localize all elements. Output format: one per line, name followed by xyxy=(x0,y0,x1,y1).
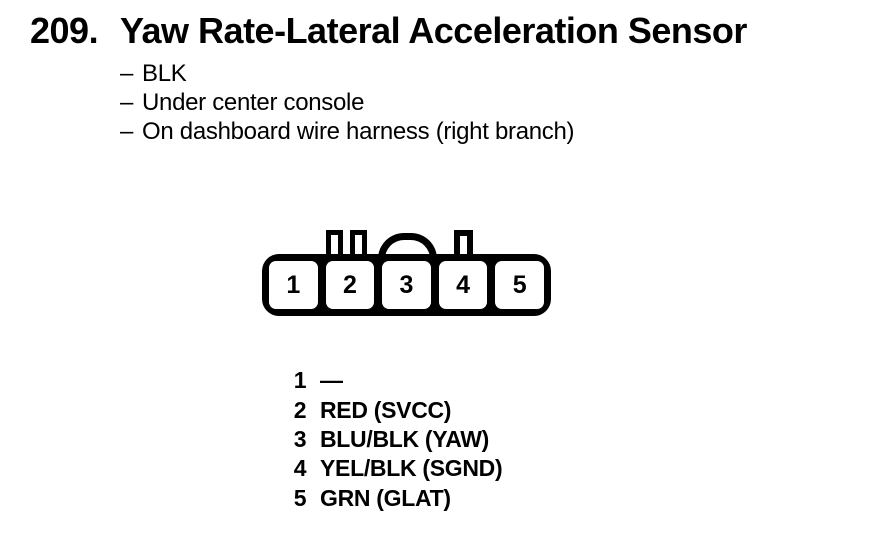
pin-number: 5 xyxy=(293,484,307,511)
pin-wire-label: RED (SVCC) xyxy=(320,396,452,423)
pin-wire-label: BLU/BLK (YAW) xyxy=(320,425,490,452)
pin-number: 3 xyxy=(293,425,307,452)
connector-pin-cell: 3 xyxy=(382,261,431,309)
connector-pin-cell: 2 xyxy=(325,261,375,309)
detail-text: On dashboard wire harness (right branch) xyxy=(142,117,575,145)
section-heading: 209. Yaw Rate-Lateral Acceleration Senso… xyxy=(30,10,747,52)
section-number: 209. xyxy=(30,10,99,51)
pin-row: 5 GRN (GLAT) xyxy=(292,484,502,513)
connector-tab-icon xyxy=(350,230,367,256)
detail-text: Under center console xyxy=(142,89,365,117)
pin-number: 1 xyxy=(293,367,307,394)
connector-tab-icon xyxy=(454,230,473,256)
connector-body: 1 2 3 4 5 xyxy=(262,254,551,316)
pin-wire-label: GRN (GLAT) xyxy=(320,484,451,511)
pin-number: 2 xyxy=(293,396,307,423)
dash-bullet: – xyxy=(120,117,134,145)
connector-tab-icon xyxy=(326,230,343,256)
list-item: – BLK xyxy=(120,60,574,89)
pin-row: 2 RED (SVCC) xyxy=(292,395,502,424)
pin-row: 3 BLU/BLK (YAW) xyxy=(292,425,502,454)
connector-pin-cell: 1 xyxy=(269,261,318,309)
pin-number: 4 xyxy=(293,455,307,482)
connector-diagram: 1 2 3 4 5 xyxy=(262,226,551,318)
pin-legend: 1 — 2 RED (SVCC) 3 BLU/BLK (YAW) 4 YEL/B… xyxy=(292,366,503,513)
connector-pin-cell: 5 xyxy=(495,261,544,309)
dash-bullet: – xyxy=(120,89,134,117)
pin-wire-label: — xyxy=(320,367,343,394)
detail-text: BLK xyxy=(142,60,187,88)
pin-row: 4 YEL/BLK (SGND) xyxy=(292,454,503,483)
page-title: Yaw Rate-Lateral Acceleration Sensor xyxy=(120,10,747,51)
connector-pin-cell: 4 xyxy=(438,261,488,309)
list-item: – Under center console xyxy=(120,89,574,118)
dash-bullet: – xyxy=(120,60,134,88)
pin-row: 1 — xyxy=(292,366,502,395)
list-item: – On dashboard wire harness (right branc… xyxy=(120,117,575,146)
pin-wire-label: YEL/BLK (SGND) xyxy=(320,455,503,482)
sensor-details-list: – BLK – Under center console – On dashbo… xyxy=(120,60,575,146)
